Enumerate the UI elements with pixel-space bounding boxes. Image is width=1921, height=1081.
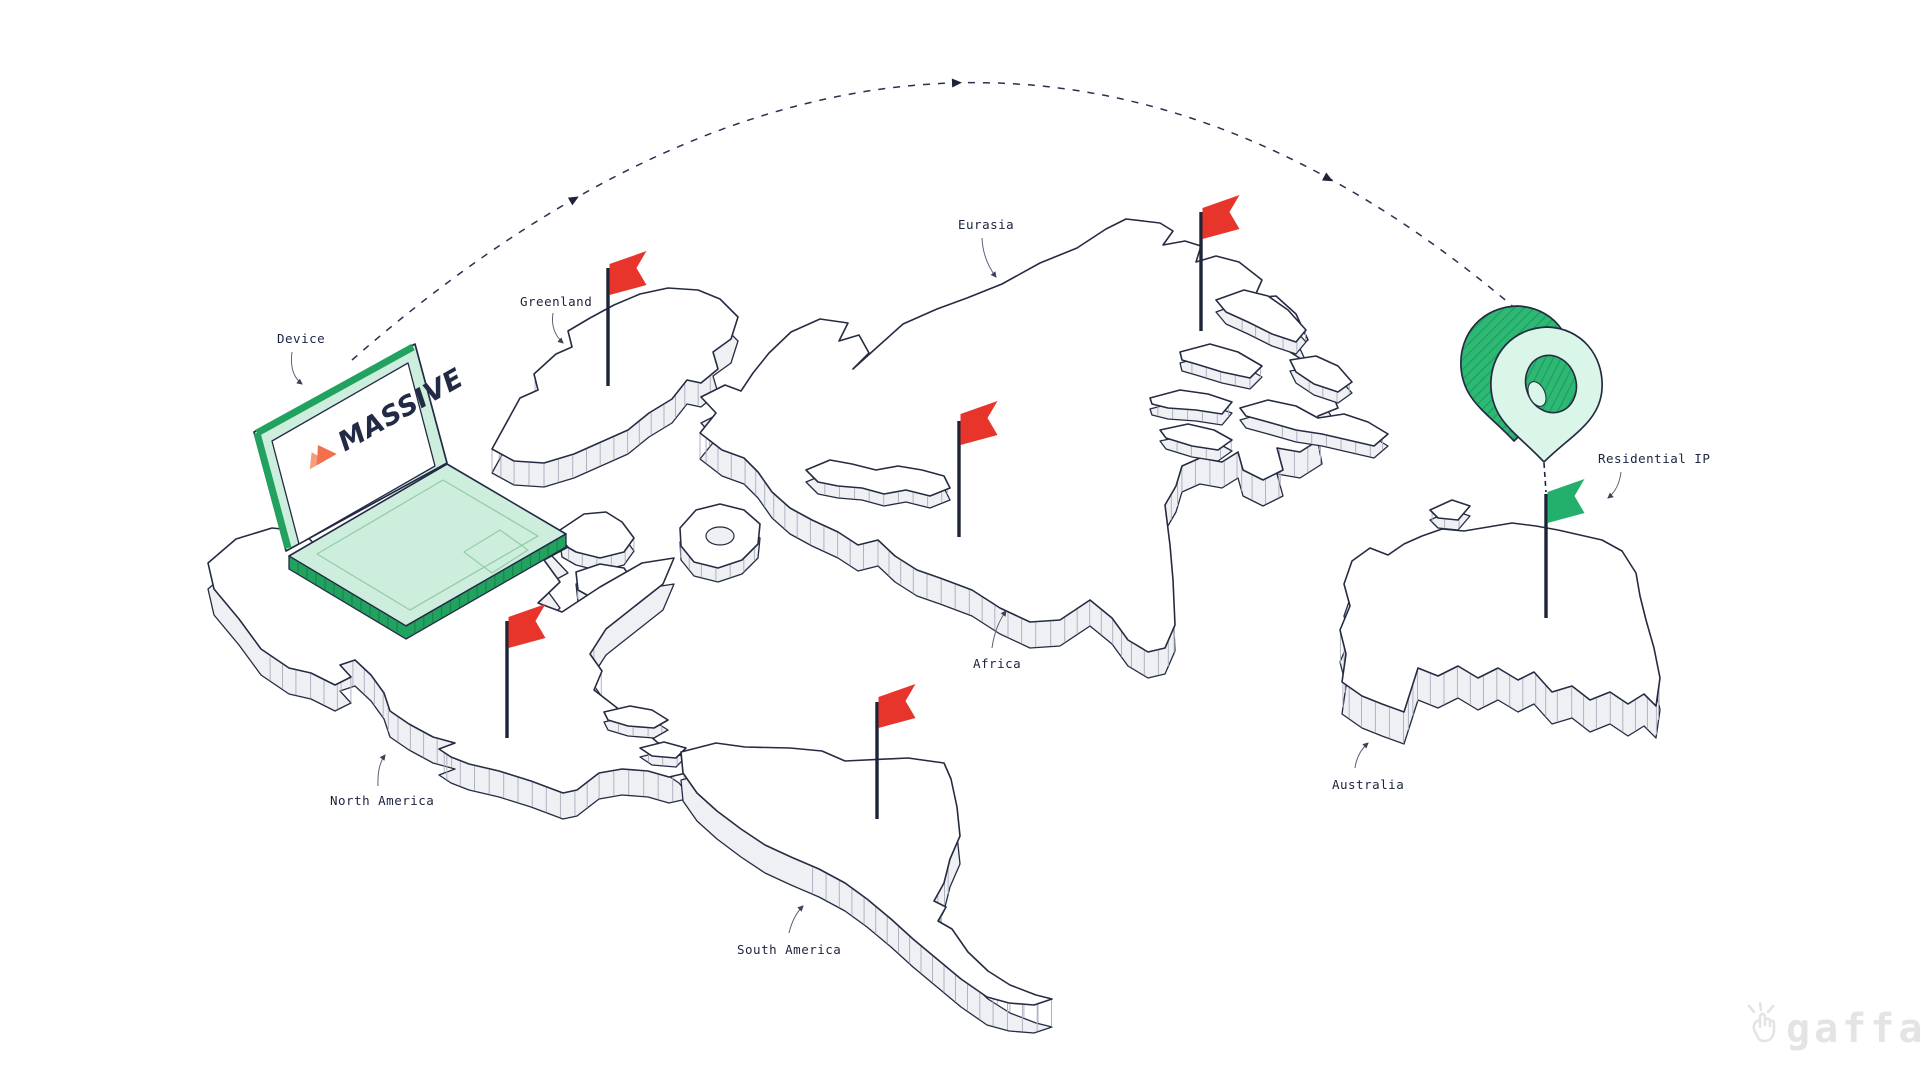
label-greenland: Greenland	[520, 294, 592, 309]
landmass-arctic-island	[559, 511, 635, 559]
label-arrow-south-america	[788, 905, 804, 934]
residential-ip-pin	[1460, 305, 1603, 463]
inland-sea	[705, 526, 735, 546]
landmass-med-islands	[805, 459, 951, 497]
red-flag-icon	[609, 251, 647, 295]
landmass-se-asia-islands	[1239, 399, 1389, 447]
laptop-trackpad	[463, 529, 529, 574]
flag-eurasia-central	[957, 401, 998, 537]
landmass-ne-archipelago	[1179, 343, 1263, 379]
flag-eurasia-north	[1199, 195, 1240, 331]
device-laptop: MASSIVE	[253, 343, 567, 640]
landmass-ne-archipelago	[1289, 355, 1353, 393]
red-flag-icon	[878, 684, 916, 728]
landmass-caribbean	[603, 705, 669, 729]
landmass-se-asia-islands	[1159, 423, 1233, 451]
red-flag-icon	[508, 604, 546, 648]
label-arrow-africa	[991, 610, 1007, 649]
flag-greenland	[606, 251, 647, 386]
landmass-australia	[1339, 522, 1661, 713]
route-arrow-icon	[1322, 172, 1333, 182]
laptop-screen	[271, 362, 436, 545]
label-arrow-residential-ip	[1607, 471, 1622, 499]
label-australia: Australia	[1332, 777, 1404, 792]
label-arrow-eurasia	[981, 237, 997, 278]
label-africa: Africa	[973, 656, 1021, 671]
route-arc-path	[351, 81, 1532, 361]
route-arrow-icon	[951, 78, 962, 88]
landmass-se-asia-islands	[1149, 389, 1233, 415]
label-arrow-australia	[1354, 742, 1369, 769]
laptop-lid-rim	[255, 343, 415, 437]
pin-hole-inner-wall	[1527, 381, 1547, 407]
proxy-flags	[505, 195, 1585, 819]
laptop-edge-ticks	[297, 540, 558, 633]
laptop-front-edge	[288, 533, 567, 640]
flag-residential-ip	[1543, 462, 1585, 618]
landmass-south-america	[680, 742, 1053, 1006]
label-eurasia: Eurasia	[958, 217, 1014, 232]
map-labels: Device Greenland Eurasia Africa North Am…	[277, 217, 1710, 957]
label-arrow-greenland	[552, 312, 564, 344]
flag-north-america	[505, 604, 546, 738]
watermark: gaffa	[1747, 1001, 1921, 1052]
label-north-america: North America	[330, 793, 434, 808]
red-flag-icon	[960, 401, 998, 445]
label-arrow-north-america	[377, 754, 386, 787]
green-flag-icon	[1547, 479, 1585, 523]
laptop-keyboard	[316, 479, 539, 611]
label-residential-ip: Residential IP	[1598, 451, 1710, 466]
flag-south-america	[875, 684, 916, 819]
label-arrow-device	[291, 351, 303, 385]
label-device: Device	[277, 331, 325, 346]
route-arrow-icon	[567, 196, 579, 206]
watermark-text: gaffa	[1786, 1006, 1921, 1052]
route-arc	[351, 78, 1532, 361]
label-south-america: South America	[737, 942, 841, 957]
landmass-islet	[1429, 499, 1471, 521]
mountain-icon	[316, 445, 337, 466]
landmass-afro-eurasia	[699, 218, 1339, 653]
click-hand-icon	[1747, 1001, 1776, 1043]
landmass-ne-archipelago	[1215, 289, 1307, 343]
landmass-greenland	[491, 287, 739, 464]
laptop-lid-rim	[253, 432, 292, 549]
red-flag-icon	[1202, 195, 1240, 239]
pin-drop-line	[1543, 462, 1547, 493]
